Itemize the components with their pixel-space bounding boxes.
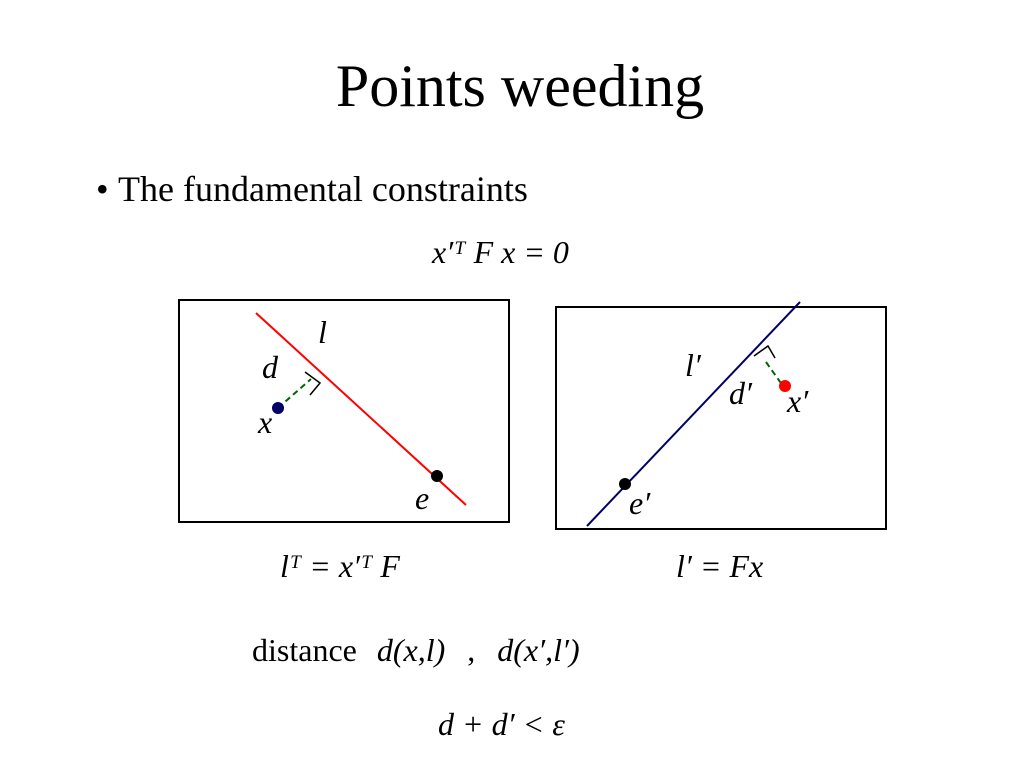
distance-row: distance d(x,l) , d(x′,l′) xyxy=(252,632,580,669)
right-angle-marker-right xyxy=(753,344,776,359)
label-l-prime: l′ xyxy=(685,347,702,383)
epipolar-line-l xyxy=(255,312,467,506)
bullet-item: •The fundamental constraints xyxy=(96,168,528,210)
distance-word: distance xyxy=(252,632,357,668)
label-l: l xyxy=(318,314,327,350)
label-x-prime: x′ xyxy=(786,383,809,419)
label-x: x xyxy=(257,404,272,440)
right-image-frame xyxy=(555,306,887,530)
left-diagram: l d x e xyxy=(255,312,467,516)
epipole-e-prime xyxy=(619,478,631,490)
distance-expression-2: d(x′,l′) xyxy=(497,632,580,668)
label-d: d xyxy=(262,349,279,385)
bullet-marker: • xyxy=(96,169,109,209)
label-e: e xyxy=(415,480,429,516)
slide-title: Points weeding xyxy=(335,53,705,119)
epipole-e xyxy=(431,470,443,482)
left-image-frame xyxy=(178,299,510,523)
distance-dashed-left xyxy=(277,378,312,409)
distance-dashed-right xyxy=(765,361,784,387)
label-d-prime: d′ xyxy=(729,375,753,411)
threshold-equation: d + d′ < ε xyxy=(438,706,565,742)
point-x xyxy=(272,402,284,414)
right-line-equation: l′ = Fx xyxy=(676,548,764,584)
epipolar-line-l-prime xyxy=(586,301,801,527)
left-line-equation: lᵀ = x′ᵀ F xyxy=(280,548,400,584)
distance-expression-1: d(x,l) xyxy=(376,632,446,668)
bullet-text: The fundamental constraints xyxy=(118,169,528,209)
right-diagram: l′ d′ x′ e′ xyxy=(586,301,809,527)
constraint-equation: x′ᵀ F x = 0 xyxy=(432,234,569,270)
label-e-prime: e′ xyxy=(629,485,651,521)
point-x-prime xyxy=(779,380,791,392)
distance-separator: , xyxy=(467,632,476,668)
right-angle-marker-left xyxy=(304,371,322,396)
